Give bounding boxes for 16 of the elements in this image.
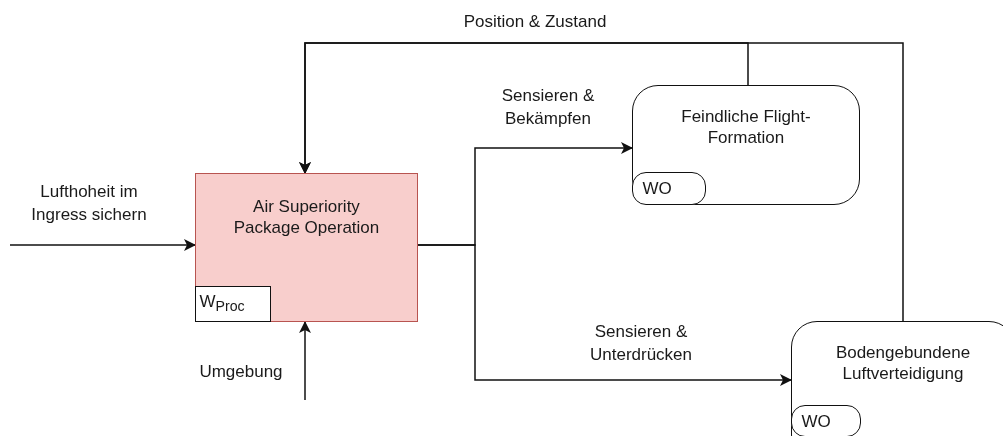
node-label: Bodengebundene Luftverteidigung [834, 342, 972, 384]
arrow [9, 239, 196, 251]
tag-box [194, 286, 271, 322]
arrow [299, 42, 904, 322]
tag-pill [790, 405, 861, 436]
process-box [195, 173, 418, 322]
arrow [299, 321, 311, 401]
tag-pill [631, 172, 706, 205]
node-label: WO [642, 178, 672, 199]
node-label: W$_{Proc}$ [199, 290, 245, 317]
entity-box [632, 85, 860, 205]
node-label: Feindliche Flight-Formation [680, 106, 812, 148]
node-label: WO [801, 410, 831, 432]
arrow [417, 244, 792, 386]
entity-box [791, 321, 1003, 436]
node-label: Air Superiority Package Operation [232, 196, 381, 238]
